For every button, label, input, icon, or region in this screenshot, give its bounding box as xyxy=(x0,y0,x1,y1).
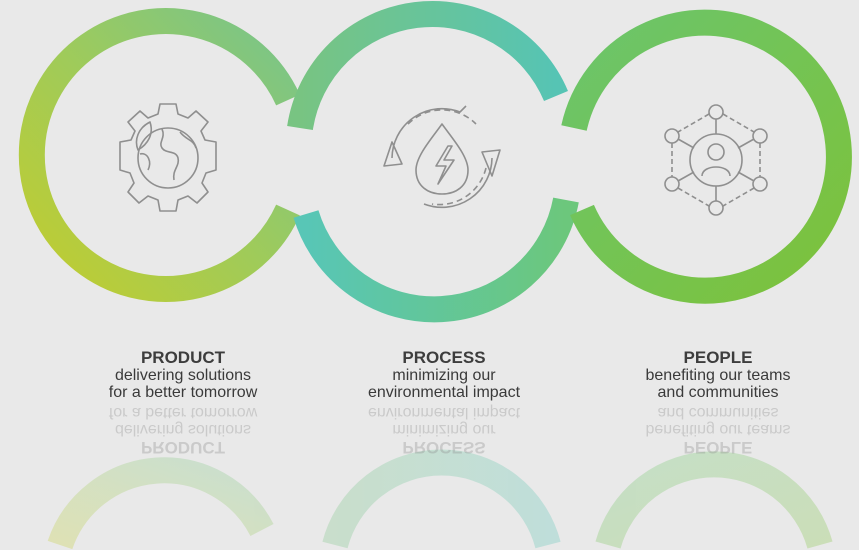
people-caption-reflection: PEOPLE benefiting our teams and communit… xyxy=(598,404,838,457)
people-caption: PEOPLE benefiting our teams and communit… xyxy=(598,348,838,401)
process-line-1-reflection: minimizing our xyxy=(392,421,496,438)
people-ring xyxy=(561,9,852,304)
product-caption-reflection: PRODUCT delivering solutions for a bette… xyxy=(63,404,303,457)
people-title-reflection: PEOPLE xyxy=(683,438,753,457)
rings-reflection xyxy=(47,449,833,550)
process-title-reflection: PROCESS xyxy=(402,438,486,457)
process-line-1: minimizing our xyxy=(392,367,496,384)
product-caption: PRODUCT delivering solutions for a bette… xyxy=(63,348,303,401)
process-line-2: environmental impact xyxy=(367,384,521,401)
people-line-2: and communities xyxy=(657,384,779,401)
product-line-2: for a better tomorrow xyxy=(108,384,258,401)
process-caption: PROCESS minimizing our environmental imp… xyxy=(324,348,564,401)
people-title: PEOPLE xyxy=(683,348,753,367)
process-title: PROCESS xyxy=(402,348,486,367)
network-people-icon xyxy=(664,104,768,216)
gear-globe-icon xyxy=(119,103,217,212)
process-caption-reflection: PROCESS minimizing our environmental imp… xyxy=(324,404,564,457)
people-line-1-reflection: benefiting our teams xyxy=(645,421,791,438)
product-line-2-reflection: for a better tomorrow xyxy=(108,404,258,421)
product-line-1-reflection: delivering solutions xyxy=(114,421,252,438)
process-line-2-reflection: environmental impact xyxy=(367,404,521,421)
product-line-1: delivering solutions xyxy=(114,367,252,384)
product-title-reflection: PRODUCT xyxy=(140,438,226,457)
process-ring xyxy=(287,1,579,323)
people-line-2-reflection: and communities xyxy=(657,404,779,421)
people-line-1: benefiting our teams xyxy=(645,367,791,384)
product-title: PRODUCT xyxy=(140,348,226,367)
product-ring xyxy=(18,8,300,302)
recycle-drop-icon xyxy=(383,105,501,209)
